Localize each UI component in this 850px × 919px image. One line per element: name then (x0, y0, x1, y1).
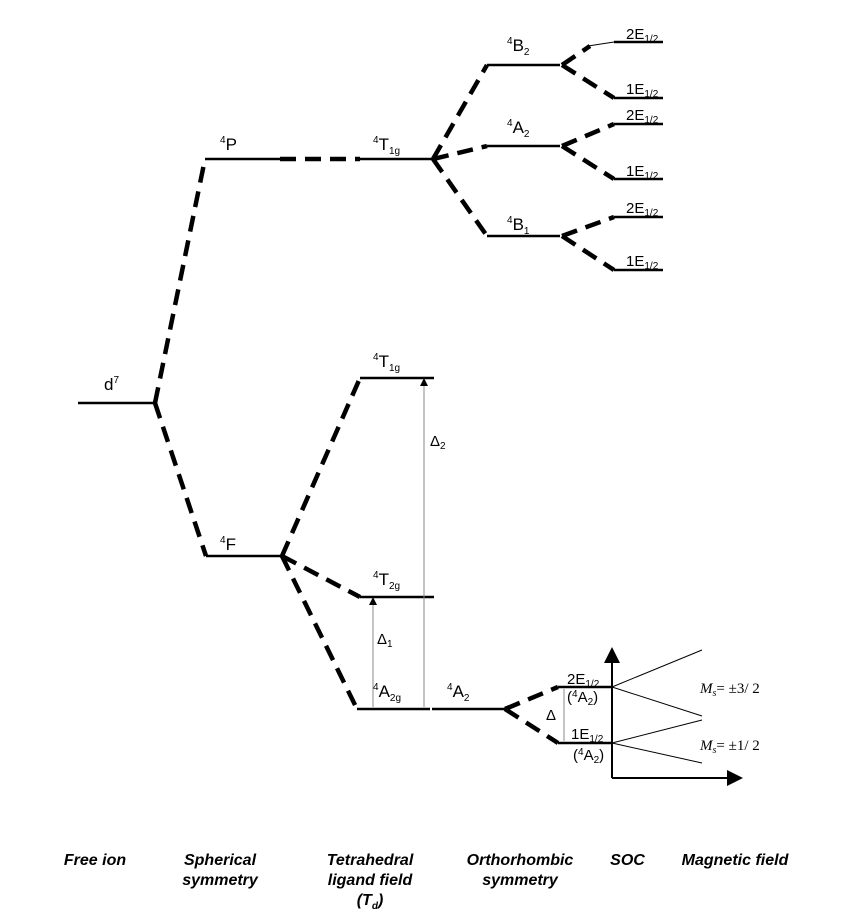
t1g-upper-label: 4T1g (373, 135, 400, 157)
dash-f-to-a2g (279, 555, 360, 710)
soc-2e-paren: (4A2) (567, 689, 598, 708)
b2-2e-label: 2E1/2 (626, 26, 659, 45)
dash-a2-to-soc-1e (503, 707, 560, 745)
dash-a2-to-2e (561, 121, 615, 149)
dash-a2-to-1e (560, 144, 616, 181)
b2-2e-connector (587, 41, 615, 47)
t2g-label: 4T2g (373, 570, 400, 592)
b2-1e-label: 1E1/2 (626, 81, 659, 100)
soc-2e-label: 2E1/2 (567, 671, 600, 690)
p-label: 4P (220, 135, 237, 154)
dash-b2-to-2e (560, 44, 592, 67)
dash-d7-to-f (152, 402, 209, 557)
zeeman-lower-b (611, 742, 703, 764)
b1-1e-label: 1E1/2 (626, 253, 659, 272)
dash-f-to-t2g (280, 554, 362, 599)
dash-b2-to-1e (560, 63, 616, 100)
f-label: 4F (220, 535, 236, 554)
delta1-label: Δ1 (377, 631, 393, 650)
b2-label: 4B2 (507, 36, 530, 58)
caption-magnetic-field: Magnetic field (681, 852, 789, 869)
delta2-label: Δ2 (430, 433, 446, 452)
dash-d7-to-p (152, 158, 208, 404)
zeeman-upper-a (611, 649, 703, 688)
caption-soc: SOC (610, 852, 645, 869)
b1-2e-label: 2E1/2 (626, 200, 659, 219)
dash-b1-to-1e (560, 234, 616, 272)
ms-upper-label: Ms= ±3/ 2 (699, 681, 760, 699)
caption-orthorhombic-symmetry: Orthorhombic symmetry (466, 852, 574, 889)
dash-f-to-t1g (279, 377, 363, 557)
caption-spherical-symmetry: Spherical symmetry (182, 852, 258, 889)
dash-b1-to-2e (561, 214, 615, 239)
ms-lower-label: Ms= ±1/ 2 (699, 738, 760, 756)
caption-free-ion: Free ion (63, 852, 127, 869)
a2-2e-label: 2E1/2 (626, 107, 659, 126)
a2-1e-label: 1E1/2 (626, 163, 659, 182)
a2-upper-label: 4A2 (507, 118, 530, 140)
zeeman-upper-b (611, 686, 703, 717)
a2-lower-label: 4A2 (447, 682, 470, 704)
dash-t1g-to-b1 (431, 157, 489, 238)
caption-td-symbol: (Td) (356, 892, 384, 913)
delta-soc-label: Δ (546, 707, 556, 724)
soc-1e-paren: (4A2) (573, 747, 604, 766)
soc-1e-label: 1E1/2 (571, 726, 604, 745)
caption-tetrahedral-field: Tetrahedral ligand field (Td) (305, 851, 435, 917)
d7-label: d7 (104, 375, 119, 394)
t1g-lower-label: 4T1g (373, 352, 400, 374)
dash-t1g-to-b2 (431, 63, 489, 161)
dash-t1g-to-a2 (432, 143, 488, 162)
a2g-label: 4A2g (373, 682, 401, 704)
zeeman-lower-a (611, 719, 703, 744)
dash-a2-to-soc-2e (504, 684, 559, 712)
b1-label: 4B1 (507, 215, 530, 237)
